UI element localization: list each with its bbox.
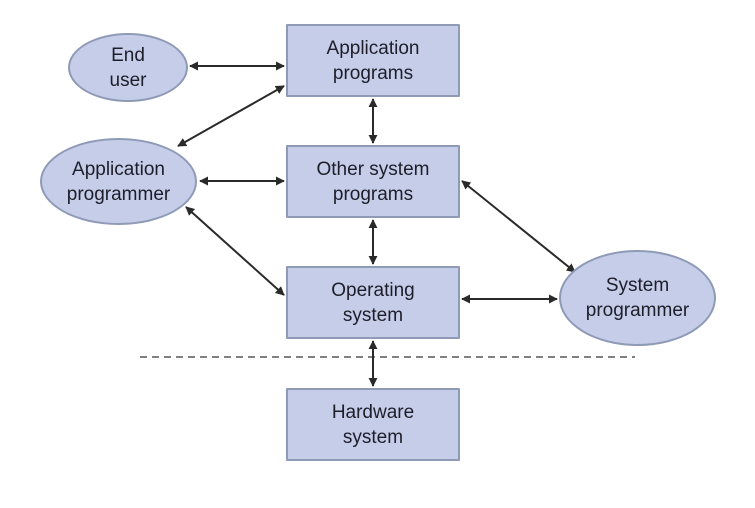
end-user-line-2: user bbox=[109, 69, 147, 91]
other-system-programs-box: Other system programs bbox=[286, 145, 460, 218]
hardware-system-line-1: Hardware bbox=[331, 401, 415, 423]
other-system-programs-line-2: programs bbox=[332, 183, 414, 205]
application-programs-line-2: programs bbox=[332, 62, 414, 84]
application-programmer-line-2: programmer bbox=[66, 183, 171, 205]
hardware-system-box: Hardware system bbox=[286, 388, 460, 461]
end-user-ellipse: End user bbox=[68, 33, 188, 102]
hardware-system-line-2: system bbox=[342, 426, 404, 448]
arrow-group bbox=[177, 61, 576, 387]
application-programmer-line-1: Application bbox=[72, 158, 165, 180]
arrow-other-system-programs-to-system-programmer bbox=[461, 180, 576, 273]
system-programmer-ellipse: System programmer bbox=[559, 250, 716, 346]
application-programs-line-1: Application bbox=[326, 37, 420, 59]
application-programs-box: Application programs bbox=[286, 24, 460, 97]
operating-system-line-2: system bbox=[342, 304, 404, 326]
system-programmer-line-2: programmer bbox=[585, 300, 690, 321]
end-user-line-1: End bbox=[111, 44, 145, 66]
system-programmer-line-1: System bbox=[605, 275, 670, 296]
application-programmer-ellipse: Application programmer bbox=[40, 138, 197, 225]
arrow-application-programmer-to-operating-system bbox=[185, 206, 285, 296]
other-system-programs-line-1: Other system bbox=[316, 158, 430, 180]
operating-system-line-1: Operating bbox=[331, 279, 415, 301]
arrow-application-programmer-to-application-programs bbox=[177, 85, 285, 147]
operating-system-box: Operating system bbox=[286, 266, 460, 339]
